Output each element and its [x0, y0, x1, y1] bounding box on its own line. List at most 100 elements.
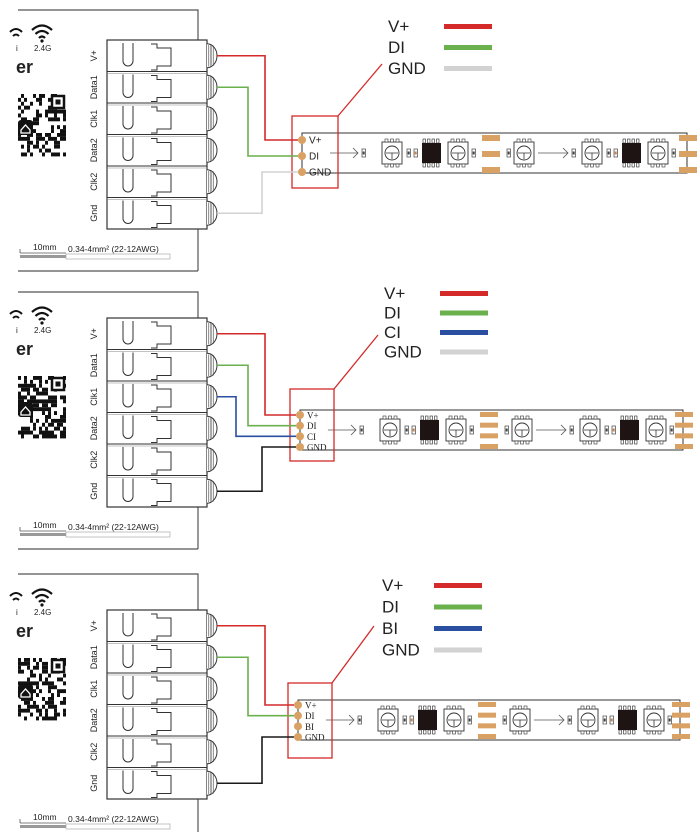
terminal-label: V+	[89, 328, 99, 339]
strip-pin-label: V+	[307, 411, 319, 421]
legend-item-bi: BI	[382, 619, 482, 638]
legend-label: GND	[384, 343, 422, 362]
terminal-label: Data2	[89, 416, 99, 440]
legend-swatch	[440, 291, 488, 296]
home-app-icon	[18, 684, 33, 699]
legend-swatch	[434, 583, 482, 588]
terminal-vplus: V+	[89, 613, 218, 641]
strip-pin-label: DI	[307, 421, 317, 431]
cut-pads	[480, 412, 498, 449]
wire-gnd	[217, 171, 298, 215]
terminal-label: Gnd	[89, 483, 99, 500]
rgb-led	[511, 415, 533, 445]
strip-length-label: 10mm	[33, 520, 57, 530]
legend-label: GND	[388, 59, 426, 78]
legend-label: V+	[382, 576, 403, 595]
data-direction-arrow	[328, 424, 357, 436]
terminal-label: Clk1	[89, 680, 99, 698]
terminal-gnd: Gnd	[89, 197, 218, 228]
rgb-led	[447, 138, 469, 168]
cut-pads	[478, 702, 496, 739]
legend-item-gnd: GND	[388, 59, 492, 78]
terminal-data2: Data2	[89, 412, 218, 443]
terminal-label: Gnd	[89, 205, 99, 222]
pin-callout-box	[291, 115, 339, 189]
controller-title: er	[16, 339, 33, 359]
legend-swatch	[444, 45, 492, 50]
controller-outline	[18, 573, 199, 610]
wire-gauge-label: 0.34-4mm² (22-12AWG)	[68, 244, 159, 254]
terminal-label: Clk1	[89, 388, 99, 406]
wifi-icon	[9, 28, 23, 37]
wifi-band-label: 2.4G	[34, 608, 51, 617]
rgb-led	[643, 705, 665, 735]
home-app-icon	[18, 120, 33, 135]
legend-item-gnd: GND	[382, 641, 482, 660]
terminal-clk1: Clk1	[89, 672, 218, 704]
terminal-data1: Data1	[89, 349, 218, 380]
driver-ic	[418, 705, 437, 735]
wifi-icon	[31, 588, 53, 607]
strip-pin-pad	[294, 701, 302, 709]
strip-pin-pad	[294, 733, 302, 741]
legend-label: DI	[388, 38, 405, 57]
rgb-led	[381, 138, 403, 168]
strip-pin-label: DI	[309, 152, 319, 163]
wire-insulation	[65, 823, 171, 830]
wire-vplus	[217, 332, 296, 416]
wire-vplus	[217, 624, 294, 706]
legend-label: BI	[382, 619, 398, 638]
strip-pin-label: V+	[309, 136, 322, 147]
data-direction-arrow	[534, 714, 565, 726]
wire-di	[217, 86, 298, 157]
terminal-clk2: Clk2	[89, 735, 218, 767]
terminal-label: Clk1	[89, 110, 99, 128]
strip-pin-pad	[298, 136, 306, 144]
terminal-label: V+	[89, 620, 99, 631]
legend-item-di: DI	[388, 38, 492, 57]
callout-leader-line	[333, 334, 379, 390]
strip-pin-label: GND	[305, 733, 325, 743]
rgb-led	[645, 415, 667, 445]
legend-label: DI	[382, 598, 399, 617]
pin-callout-box	[287, 682, 333, 759]
strip-pin-label: GND	[307, 443, 327, 453]
controller-title: er	[16, 621, 33, 641]
terminal-label: V+	[89, 50, 99, 61]
terminal-vplus: V+	[89, 321, 218, 349]
legend-swatch	[440, 310, 488, 316]
legend-swatch	[444, 66, 492, 71]
rgb-led	[379, 415, 401, 445]
wifi-band-label: 2.4G	[34, 44, 51, 53]
terminal-label: Data2	[89, 708, 99, 732]
rgb-led	[581, 138, 603, 168]
rgb-led	[647, 138, 669, 168]
driver-ic	[422, 138, 441, 168]
terminal-label: Gnd	[89, 775, 99, 792]
rgb-led	[443, 705, 465, 735]
data-direction-arrow	[538, 147, 569, 159]
cut-pads	[679, 135, 697, 173]
terminal-clk2: Clk2	[89, 443, 218, 475]
cut-pads	[482, 135, 500, 173]
strip-pin-pad	[296, 432, 304, 441]
terminal-clk1: Clk1	[89, 380, 218, 412]
wire-insulation	[65, 253, 171, 260]
strip-pin-pad	[298, 152, 306, 160]
data-direction-arrow	[326, 714, 355, 726]
wire-gauge-label: 0.34-4mm² (22-12AWG)	[68, 522, 159, 532]
terminal-label: Data1	[89, 353, 99, 377]
strip-pin-label: BI	[305, 722, 314, 732]
terminal-label: Data1	[89, 75, 99, 99]
controller-outline	[18, 9, 199, 40]
strip-length-label: 10mm	[33, 812, 57, 822]
terminal-clk1: Clk1	[89, 102, 218, 134]
strip-pin-label: GND	[309, 168, 331, 179]
wifi-band-label: 2.4G	[34, 326, 51, 335]
legend-label: CI	[384, 323, 401, 342]
wire-ci	[217, 395, 296, 438]
legend-item-di: DI	[382, 598, 482, 617]
